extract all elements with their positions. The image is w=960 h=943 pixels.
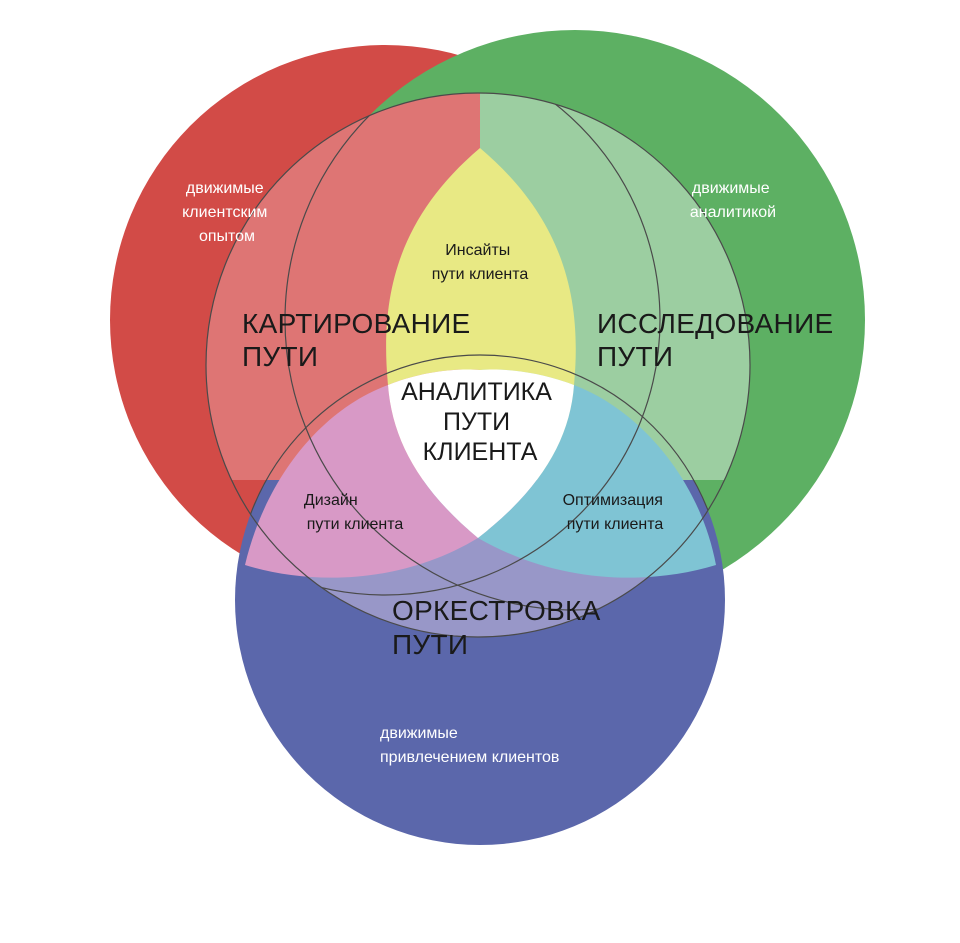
area-green-line-1: ИССЛЕДОВАНИЕ [597, 308, 833, 339]
outer-label-red: движимые клиентским опытом [182, 180, 272, 245]
pair-pink-line-1: Дизайн [304, 492, 358, 509]
pair-cyan-line-1: Оптимизация [563, 492, 663, 509]
overlap-cyan [478, 385, 716, 578]
overlap-yellow [386, 148, 576, 385]
center-line-2: ПУТИ [443, 408, 510, 436]
outer-red-line-2: клиентским [182, 204, 267, 221]
pair-label-pink: Дизайн пути клиента [304, 492, 404, 533]
outer-label-green: движимые аналитикой [690, 180, 776, 221]
area-green-line-2: ПУТИ [597, 341, 673, 372]
area-red-line-1: КАРТИРОВАНИЕ [242, 308, 471, 339]
center-title: АНАЛИТИКА ПУТИ КЛИЕНТА [401, 378, 559, 466]
outer-label-blue: движимые привлечением клиентов [380, 725, 559, 766]
center-line-1: АНАЛИТИКА [401, 378, 552, 406]
pair-label-yellow: Инсайты пути клиента [432, 242, 529, 283]
outer-green-line-2: аналитикой [690, 204, 776, 221]
area-red-line-2: ПУТИ [242, 341, 318, 372]
outer-blue-line-2: привлечением клиентов [380, 749, 559, 766]
area-title-blue: ОРКЕСТРОВКА ПУТИ [392, 595, 609, 660]
outer-blue-line-1: движимые [380, 725, 458, 742]
pair-yellow-line-1: Инсайты [445, 242, 510, 259]
outer-red-line-1: движимые [186, 180, 264, 197]
pair-cyan-line-2: пути клиента [567, 516, 664, 533]
area-blue-line-1: ОРКЕСТРОВКА [392, 595, 601, 626]
center-region [388, 369, 574, 538]
outer-green-line-1: движимые [692, 180, 770, 197]
pair-pink-line-2: пути клиента [307, 516, 404, 533]
pair-label-cyan: Оптимизация пути клиента [563, 492, 668, 533]
pair-yellow-line-2: пути клиента [432, 266, 529, 283]
overlap-pink [245, 385, 478, 578]
center-line-3: КЛИЕНТА [423, 438, 538, 466]
area-title-green: ИССЛЕДОВАНИЕ ПУТИ [597, 308, 842, 372]
area-blue-line-2: ПУТИ [392, 629, 468, 660]
outer-red-line-3: опытом [199, 228, 255, 245]
area-title-red: КАРТИРОВАНИЕ ПУТИ [242, 308, 479, 372]
